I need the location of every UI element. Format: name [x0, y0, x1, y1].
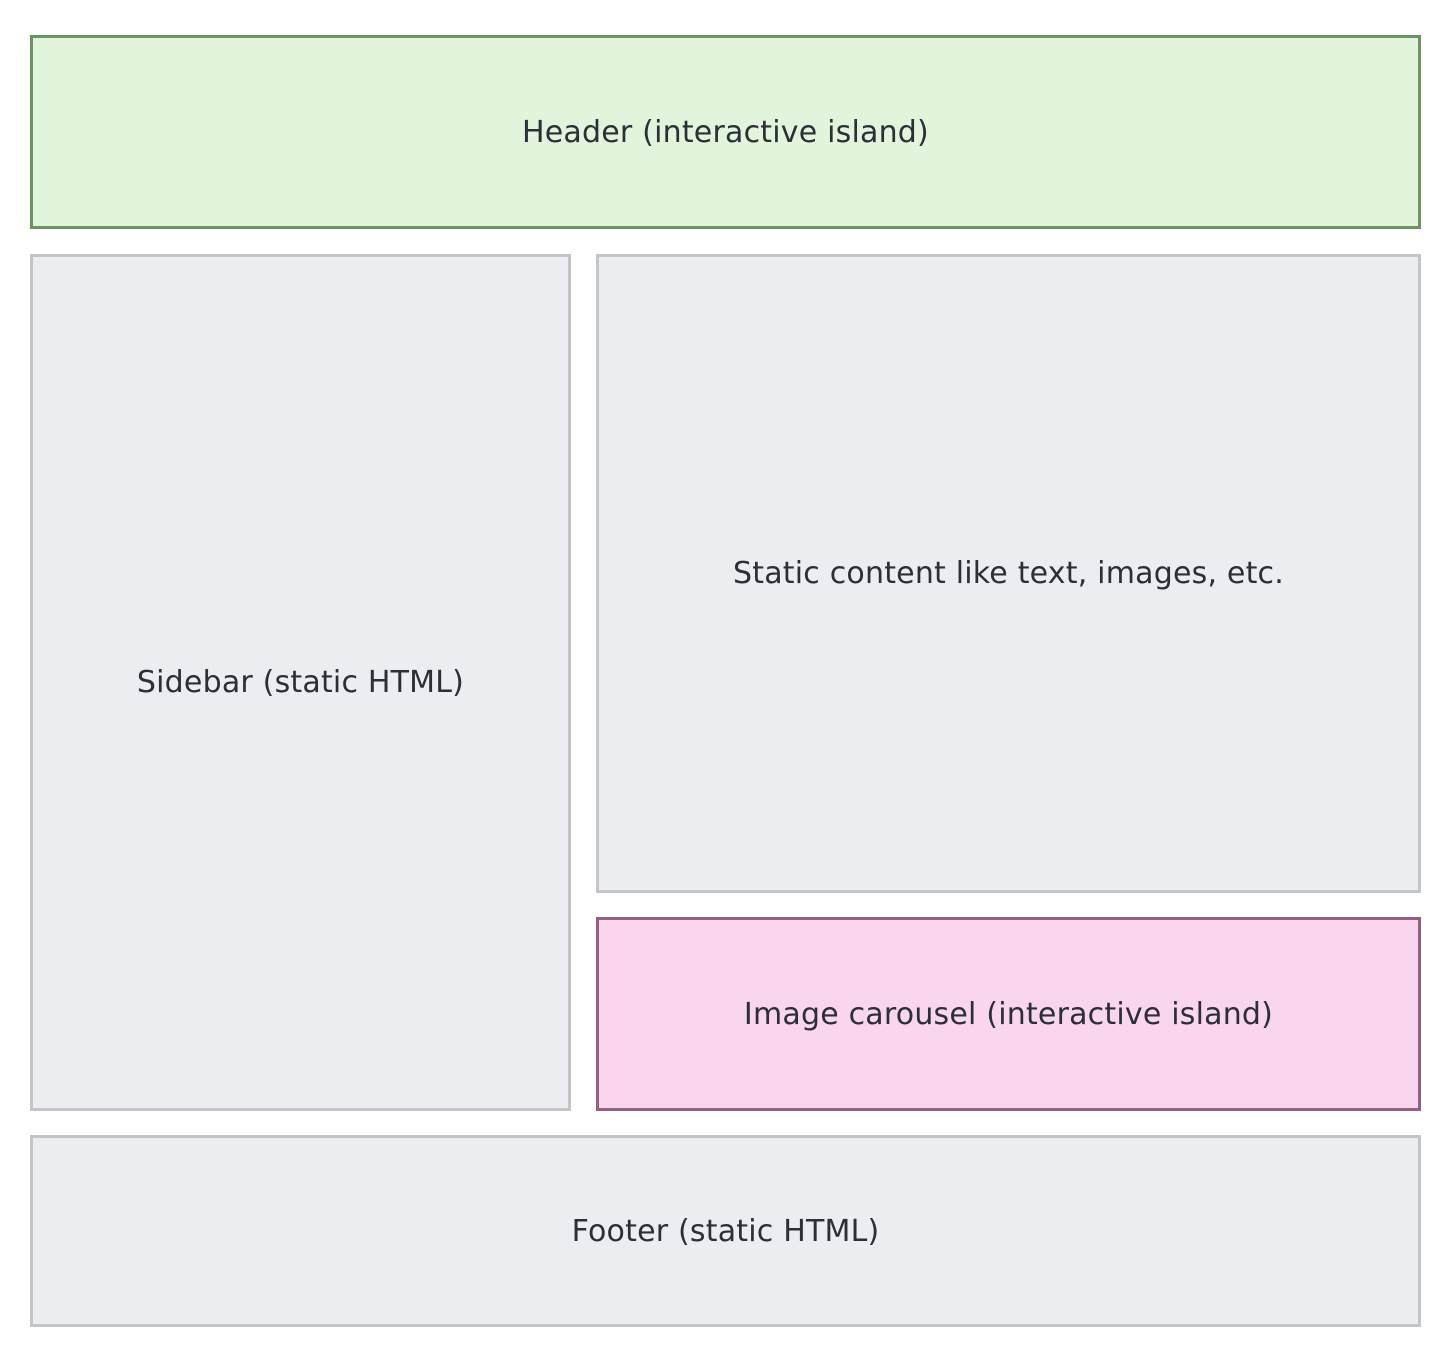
header-label: Header (interactive island) [522, 114, 929, 150]
header-island-box: Header (interactive island) [30, 35, 1421, 229]
footer-label: Footer (static HTML) [571, 1213, 880, 1249]
image-carousel-island-box: Image carousel (interactive island) [596, 917, 1421, 1111]
image-carousel-label: Image carousel (interactive island) [743, 996, 1274, 1032]
sidebar-box: Sidebar (static HTML) [30, 254, 571, 1111]
static-content-label: Static content like text, images, etc. [733, 556, 1284, 591]
sidebar-label: Sidebar (static HTML) [136, 665, 465, 700]
footer-box: Footer (static HTML) [30, 1135, 1421, 1327]
static-content-box: Static content like text, images, etc. [596, 254, 1421, 893]
